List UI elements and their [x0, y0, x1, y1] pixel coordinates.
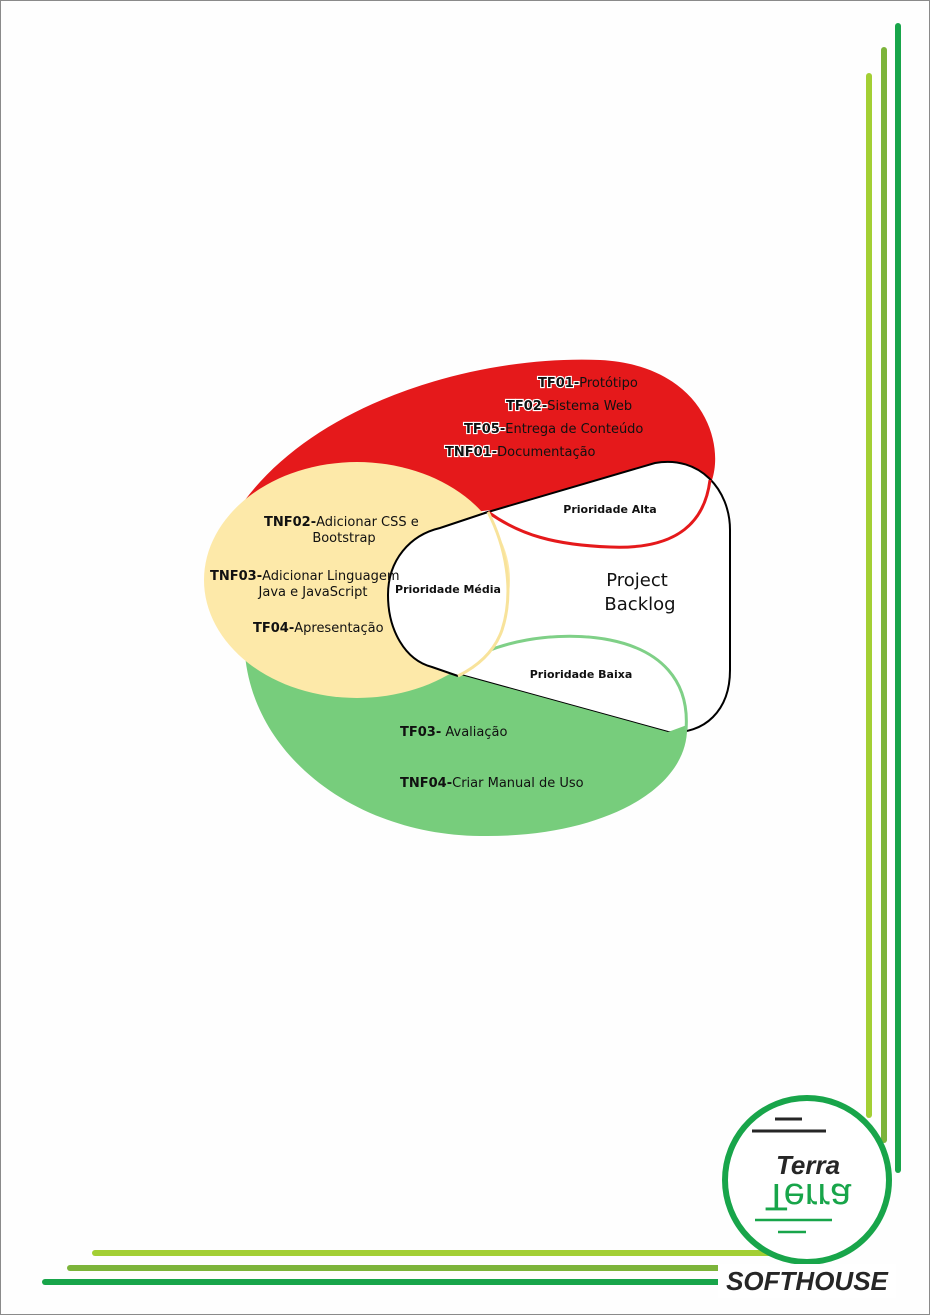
- task-alta-4-text: Documentação: [497, 445, 595, 460]
- task-media-2: TNF03-Adicionar Linguagem: [210, 569, 400, 584]
- logo-word-reflection: Terra: [765, 1175, 852, 1217]
- task-baixa-2-text: Criar Manual de Uso: [452, 776, 584, 791]
- task-alta-3-text: Entrega de Conteúdo: [505, 422, 643, 437]
- task-alta-3: TF05-Entrega de Conteúdo: [464, 422, 643, 437]
- task-alta-2-code: TF02-: [506, 399, 547, 414]
- task-media-1-line1: Adicionar CSS e: [316, 515, 419, 530]
- task-alta-1: TF01-Protótipo: [538, 376, 638, 391]
- task-alta-4-code: TNF01-: [445, 445, 497, 460]
- task-alta-1-code: TF01-: [538, 376, 579, 391]
- priority-high-label: Prioridade Alta: [563, 503, 656, 516]
- task-baixa-2-code: TNF04-: [400, 776, 452, 791]
- backlog-label-line1: Project: [606, 570, 668, 591]
- task-baixa-1: TF03- Avaliação: [400, 725, 507, 740]
- task-alta-2: TF02-Sistema Web: [506, 399, 632, 414]
- task-media-3-line1: Apresentação: [294, 621, 383, 636]
- task-alta-3-code: TF05-: [464, 422, 505, 437]
- logo-brand: SOFTHOUSE: [726, 1266, 888, 1296]
- task-alta-4: TNF01-Documentação: [445, 445, 596, 460]
- task-media-3-code: TF04-: [253, 621, 294, 636]
- logo-brand-backdrop: [718, 1264, 896, 1298]
- task-alta-1-text: Protótipo: [579, 376, 638, 391]
- priority-high-outline: [487, 479, 712, 549]
- priority-medium-outline: [457, 511, 510, 678]
- priority-medium-overlap: [388, 512, 508, 676]
- task-baixa-1-text: Avaliação: [441, 725, 507, 740]
- terra-logo: Terra Terra SOFTHOUSE: [718, 1095, 896, 1298]
- task-media-2-line2: Java e JavaScript: [258, 585, 368, 600]
- task-baixa-1-code: TF03-: [400, 725, 441, 740]
- backlog-left-edge: [386, 511, 489, 677]
- task-baixa-2: TNF04-Criar Manual de Uso: [400, 776, 584, 791]
- task-media-2-line1: Adicionar Linguagem: [262, 569, 399, 584]
- priority-low-label: Prioridade Baixa: [530, 668, 633, 681]
- backlog-label-line2: Backlog: [604, 594, 675, 615]
- task-media-3: TF04-Apresentação: [253, 621, 384, 636]
- task-alta-2-text: Sistema Web: [547, 399, 632, 414]
- priority-medium-label: Prioridade Média: [395, 583, 501, 596]
- logo-word: Terra: [776, 1150, 840, 1180]
- task-media-1: TNF02-Adicionar CSS e: [264, 515, 419, 530]
- task-media-2-code: TNF03-: [210, 569, 262, 584]
- task-media-1-line2: Bootstrap: [312, 531, 375, 546]
- task-media-1-code: TNF02-: [264, 515, 316, 530]
